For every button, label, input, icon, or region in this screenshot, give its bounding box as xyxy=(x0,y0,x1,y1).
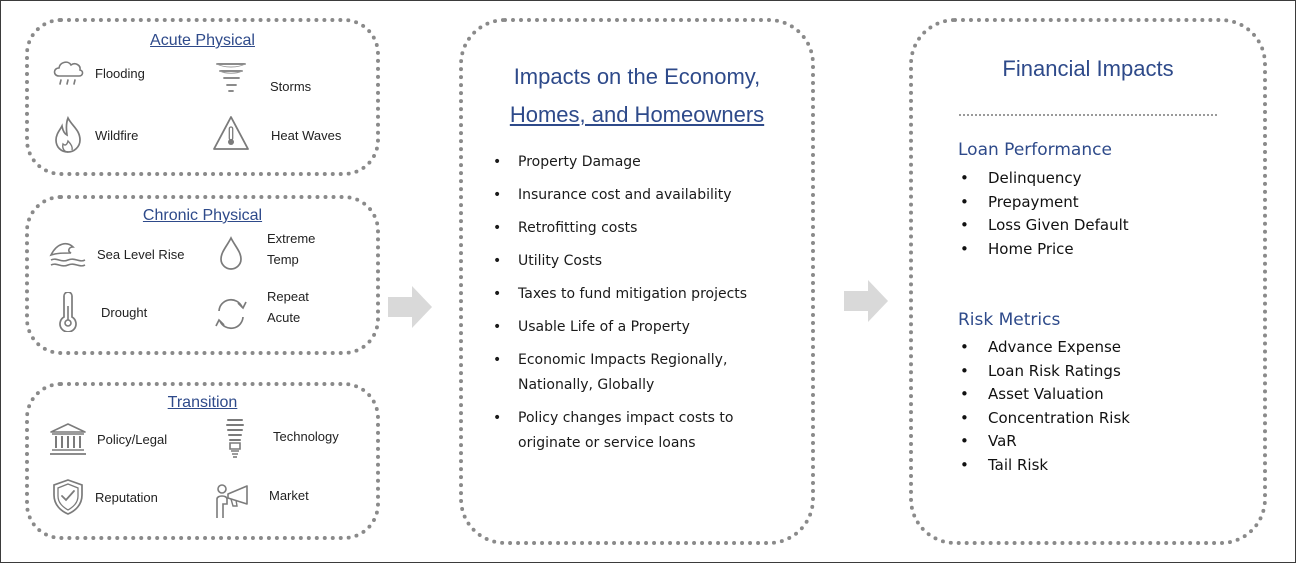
economy-title-line1: Impacts on the Economy, xyxy=(513,64,761,89)
financial-title-divider xyxy=(959,114,1217,116)
cycle-arrows-icon xyxy=(215,298,247,330)
chronic-item-drought: Drought xyxy=(55,292,147,332)
acute-item-heat-waves: Heat Waves xyxy=(211,114,341,152)
risk-metrics-item: Tail Risk xyxy=(958,454,1130,478)
label-wildfire: Wildfire xyxy=(95,127,139,143)
risk-metrics-item: Asset Valuation xyxy=(958,383,1130,407)
megaphone-person-icon xyxy=(216,484,248,518)
economy-title-line2-wrap: Homes, and Homeowners xyxy=(463,96,811,134)
wave-icon xyxy=(49,242,86,267)
economy-title-line2: Homes, and Homeowners xyxy=(509,102,765,127)
transition-item-reputation: Reputation xyxy=(51,478,158,516)
economy-bullet: Economic Impacts Regionally, Nationally,… xyxy=(492,348,758,398)
risk-metrics-item: VaR xyxy=(958,430,1130,454)
economy-bullet-list: Property Damage Insurance cost and avail… xyxy=(492,150,792,464)
label-repeat-acute-line2: Acute xyxy=(267,310,301,325)
label-sea-level-rise: Sea Level Rise xyxy=(97,246,185,262)
loan-performance-item: Loss Given Default xyxy=(958,214,1129,238)
transition-title: Transition xyxy=(167,394,238,411)
transition-item-market: Market xyxy=(213,482,309,520)
economy-bullet: Utility Costs xyxy=(492,249,792,274)
tornado-icon xyxy=(216,63,246,92)
economy-bullet: Policy changes impact costs to originate… xyxy=(492,406,768,456)
label-flooding: Flooding xyxy=(95,65,145,81)
loan-performance-list: Delinquency Prepayment Loss Given Defaul… xyxy=(958,167,1129,261)
courthouse-icon xyxy=(50,423,86,455)
loan-performance-item: Home Price xyxy=(958,238,1129,262)
risk-metrics-item: Advance Expense xyxy=(958,336,1130,360)
acute-item-wildfire: Wildfire xyxy=(51,116,138,154)
label-technology: Technology xyxy=(273,428,339,444)
chronic-item-repeat-acute: Repeat Acute xyxy=(211,289,309,331)
loan-performance-item: Prepayment xyxy=(958,191,1129,215)
lightbulb-icon xyxy=(226,419,244,458)
transition-item-technology: Technology xyxy=(221,416,339,460)
economy-bullet: Taxes to fund mitigation projects xyxy=(492,282,792,307)
label-extreme-temp-line1: Extreme xyxy=(267,231,316,246)
risk-metrics-item: Loan Risk Ratings xyxy=(958,360,1130,384)
flame-icon xyxy=(55,116,81,153)
acute-item-storms: Storms xyxy=(214,60,311,98)
transition-item-policy-legal: Policy/Legal xyxy=(49,422,167,456)
financial-impacts-box: Financial Impacts Loan Performance Delin… xyxy=(909,18,1267,545)
economy-bullet: Retrofitting costs xyxy=(492,216,792,241)
acute-item-flooding: Flooding xyxy=(51,58,145,88)
chronic-item-sea-level-rise: Sea Level Rise xyxy=(49,239,184,269)
droplet-icon xyxy=(220,236,242,270)
label-policy-legal: Policy/Legal xyxy=(97,431,168,447)
economy-impacts-box: Impacts on the Economy, Homes, and Homeo… xyxy=(459,18,815,545)
chronic-item-extreme-temp: Extreme Temp xyxy=(217,231,315,271)
rain-cloud-icon xyxy=(53,61,84,85)
label-extreme-temp-line2: Temp xyxy=(267,252,299,267)
economy-bullet: Usable Life of a Property xyxy=(492,315,792,340)
label-market: Market xyxy=(269,487,309,503)
thermometer-icon xyxy=(59,292,77,332)
risk-metrics-list: Advance Expense Loan Risk Ratings Asset … xyxy=(958,336,1130,477)
repeat-acute-label-block: Repeat Acute xyxy=(267,286,309,328)
label-storms: Storms xyxy=(270,78,312,94)
chronic-physical-box: Chronic Physical Sea Level Rise Extreme … xyxy=(25,195,380,355)
risk-metrics-item: Concentration Risk xyxy=(958,407,1130,431)
flow-arrow-left xyxy=(388,286,432,328)
transition-box: Transition Policy/Legal Technology Reput… xyxy=(25,382,380,540)
label-heat-waves: Heat Waves xyxy=(271,127,342,143)
label-drought: Drought xyxy=(101,304,148,320)
chronic-physical-title: Chronic Physical xyxy=(142,207,263,224)
acute-physical-title: Acute Physical xyxy=(150,32,255,49)
extreme-temp-label-block: Extreme Temp xyxy=(267,228,315,270)
shield-check-icon xyxy=(53,479,83,515)
economy-bullet: Insurance cost and availability xyxy=(492,183,792,208)
risk-metrics-title: Risk Metrics xyxy=(958,310,1061,330)
loan-performance-item: Delinquency xyxy=(958,167,1129,191)
loan-performance-title: Loan Performance xyxy=(958,140,1112,160)
heat-warning-icon xyxy=(213,116,249,150)
label-repeat-acute-line1: Repeat xyxy=(267,289,309,304)
flow-arrow-right xyxy=(844,280,888,322)
acute-physical-box: Acute Physical Flooding Storms Wildfire … xyxy=(25,18,380,176)
economy-bullet: Property Damage xyxy=(492,150,792,175)
financial-title: Financial Impacts xyxy=(1002,56,1174,81)
label-reputation: Reputation xyxy=(95,489,158,505)
